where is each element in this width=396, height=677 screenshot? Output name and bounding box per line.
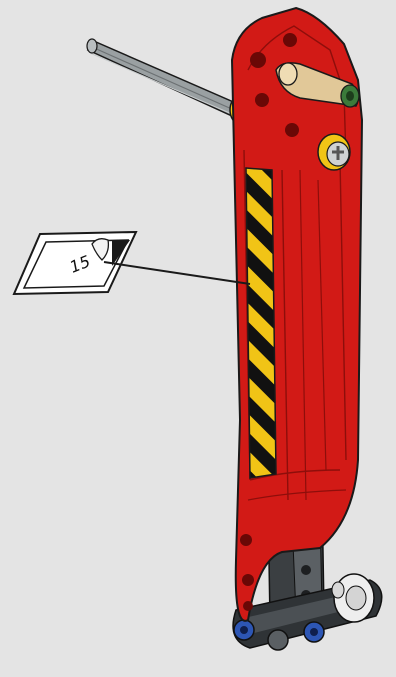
gray-axle xyxy=(87,39,238,116)
sticker-callout-icon: 15 xyxy=(14,232,136,294)
yellow-bush-with-axle xyxy=(318,134,350,170)
callout-leader-line xyxy=(104,262,250,284)
